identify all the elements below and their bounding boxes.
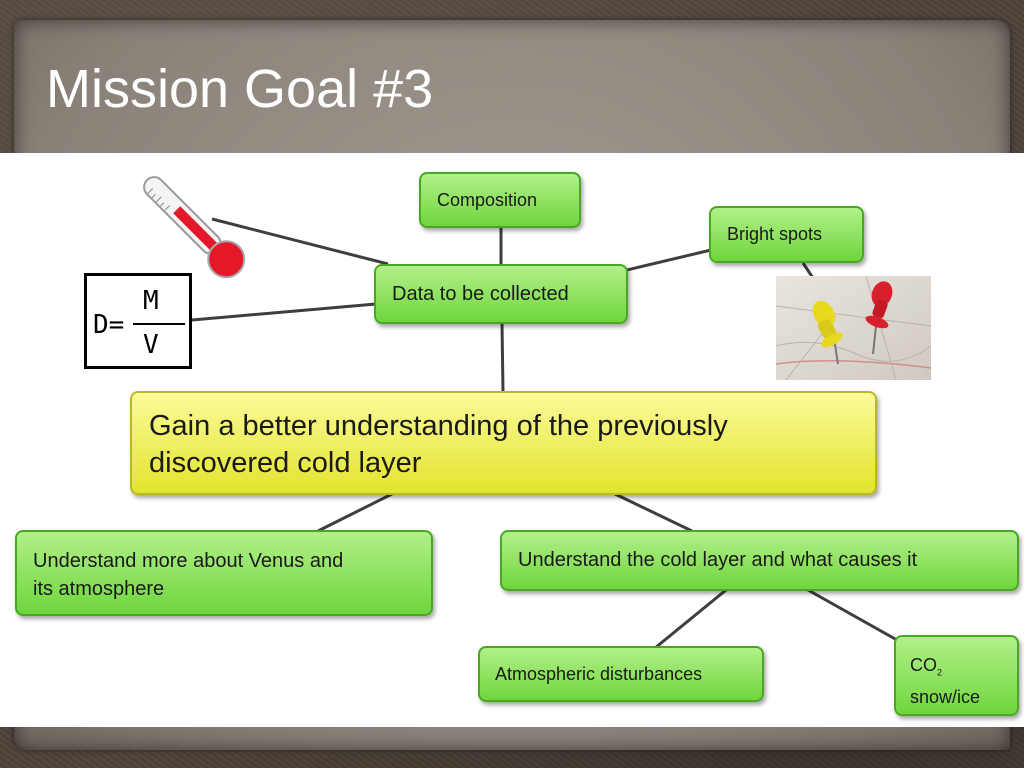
co2-line-1: CO2 bbox=[910, 653, 1017, 685]
co2-subscript: 2 bbox=[937, 667, 943, 678]
link-coldlayer-disturbances bbox=[654, 588, 727, 650]
density-formula: D= M V bbox=[84, 273, 192, 369]
slide-title: Mission Goal #3 bbox=[46, 59, 434, 119]
formula-lhs: D= bbox=[93, 310, 125, 340]
cold-layer-node: Understand the cold layer and what cause… bbox=[500, 530, 1019, 591]
disturbances-label: Atmospheric disturbances bbox=[495, 663, 703, 684]
link-data-central bbox=[500, 322, 505, 393]
link-formula-data bbox=[191, 302, 377, 322]
map-pushpins-image bbox=[776, 276, 931, 380]
co2-formula: CO bbox=[910, 655, 937, 675]
venus-line-1: Understand more about Venus and bbox=[33, 550, 344, 572]
venus-line-2: its atmosphere bbox=[33, 578, 165, 600]
venus-atmosphere-node: Understand more about Venus and its atmo… bbox=[15, 530, 433, 616]
composition-label: Composition bbox=[437, 189, 538, 210]
formula-denominator: V bbox=[143, 330, 159, 360]
thermometer-icon bbox=[128, 163, 258, 289]
cold-layer-label: Understand the cold layer and what cause… bbox=[518, 549, 918, 571]
formula-fraction-bar bbox=[133, 323, 185, 325]
link-central-coldlayer bbox=[614, 492, 693, 533]
data-collected-label: Data to be collected bbox=[392, 282, 569, 305]
central-goal-line-1: Gain a better understanding of the previ… bbox=[149, 410, 728, 442]
link-central-venus bbox=[317, 492, 393, 533]
central-goal-line-2: discovered cold layer bbox=[149, 447, 422, 479]
bright-spots-label: Bright spots bbox=[727, 224, 823, 244]
co2-snow-node: CO2 snow/ice bbox=[894, 635, 1019, 716]
composition-node: Composition bbox=[419, 172, 581, 228]
data-collected-node: Data to be collected bbox=[374, 264, 628, 324]
bright-spots-node: Bright spots bbox=[709, 206, 864, 263]
link-brightspots-data bbox=[626, 248, 712, 272]
co2-line-2: snow/ice bbox=[910, 686, 981, 707]
formula-numerator: M bbox=[143, 286, 159, 316]
atmospheric-disturbances-node: Atmospheric disturbances bbox=[478, 646, 764, 702]
link-thermometer-data bbox=[211, 217, 389, 266]
link-coldlayer-co2 bbox=[807, 588, 898, 642]
link-brightspots-pins bbox=[801, 262, 815, 279]
central-goal-node: Gain a better understanding of the previ… bbox=[130, 391, 877, 495]
